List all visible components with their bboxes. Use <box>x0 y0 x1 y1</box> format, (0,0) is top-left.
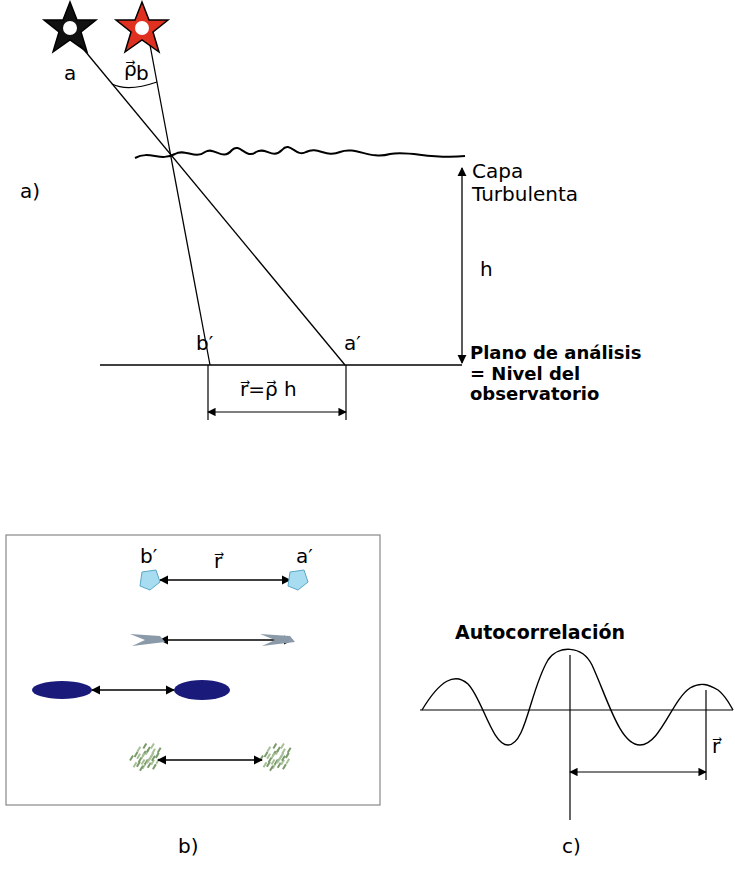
speckle-stroke <box>137 754 140 759</box>
analysis-plane <box>100 364 462 365</box>
speckle-stroke <box>282 756 285 761</box>
diagram-label: Autocorrelación <box>455 622 625 644</box>
speckle-stroke <box>269 757 272 762</box>
speckle-stroke <box>148 763 151 768</box>
diagram-label: Plano de análisis = Nivel del observator… <box>470 343 660 405</box>
diagram-label: b <box>136 62 149 85</box>
speckle-stroke <box>134 762 137 767</box>
star-a <box>44 2 96 52</box>
speckle <box>260 634 295 646</box>
separation-arrow <box>158 759 262 760</box>
speckle-stroke <box>137 747 140 752</box>
speckle-stroke <box>286 759 289 764</box>
speckle-stroke <box>156 753 159 758</box>
diagram-label: b′ <box>196 332 213 355</box>
speckle <box>140 570 160 590</box>
speckle-stroke <box>281 744 284 749</box>
diagram-label: b) <box>178 835 199 858</box>
speckle-stroke <box>139 757 142 762</box>
height-arrow <box>461 168 462 363</box>
speckle-stroke <box>280 753 283 758</box>
diagram-label: r⃗ <box>214 550 222 573</box>
diagram-label: a <box>64 62 76 85</box>
speckle-stroke <box>283 764 286 769</box>
speckle-stroke <box>277 758 280 763</box>
angle-arc <box>112 82 157 88</box>
speckle-stroke <box>272 753 275 758</box>
speckle-stroke <box>265 752 268 757</box>
light-ray <box>80 45 345 365</box>
speckle <box>32 681 92 699</box>
speckle-stroke <box>264 762 267 767</box>
separation-arrow <box>160 639 292 640</box>
diagram-label: a′ <box>296 545 313 568</box>
panel-frame <box>6 535 380 805</box>
speckle-stroke <box>278 763 281 768</box>
axis <box>420 709 733 710</box>
speckle-stroke <box>267 747 270 752</box>
speckle-stroke <box>286 753 289 758</box>
speckle <box>130 743 291 770</box>
diagram-label: h <box>480 258 493 281</box>
speckle-stroke <box>288 748 291 753</box>
axis <box>569 655 570 820</box>
speckle-stroke <box>152 756 155 761</box>
light-ray <box>150 45 210 365</box>
speckle-stroke <box>153 764 156 769</box>
separation-arrow <box>160 579 290 580</box>
diagram-label: ρ⃗ <box>124 58 137 81</box>
speckle-stroke <box>130 756 133 761</box>
speckle-stroke <box>147 758 150 763</box>
speckle-stroke <box>270 766 273 771</box>
speckle <box>288 570 308 590</box>
autocorrelation-curve <box>422 649 733 745</box>
speckle-stroke <box>142 759 145 764</box>
diagram-label: r⃗ <box>712 735 720 758</box>
speckle-stroke <box>147 747 150 752</box>
diagram-label: a) <box>20 180 40 203</box>
speckle-stroke <box>158 748 161 753</box>
dimension-arrow <box>570 771 706 772</box>
star-b <box>116 2 168 52</box>
diagram-label: b′ <box>140 545 157 568</box>
speckle-stroke <box>272 759 275 764</box>
speckle-stroke <box>273 743 276 748</box>
speckle <box>174 680 230 700</box>
speckle-stroke <box>142 753 145 758</box>
speckle-stroke <box>150 753 153 758</box>
speckle <box>130 634 165 646</box>
speckle-stroke <box>143 743 146 748</box>
diagram-label: c) <box>562 835 581 858</box>
diagram-label: Capa Turbulenta <box>472 160 612 206</box>
speckle-stroke <box>267 754 270 759</box>
diagram-label: r⃗=ρ⃗ h <box>240 378 297 401</box>
speckle-stroke <box>140 766 143 771</box>
diagram-label: a′ <box>344 332 361 355</box>
speckle-stroke <box>135 752 138 757</box>
separation-arrow <box>92 689 174 690</box>
dimension-arrow <box>208 411 346 412</box>
dimension-line <box>705 690 706 780</box>
speckle-stroke <box>277 747 280 752</box>
speckle-stroke <box>151 744 154 749</box>
turbulent-layer <box>135 147 465 158</box>
